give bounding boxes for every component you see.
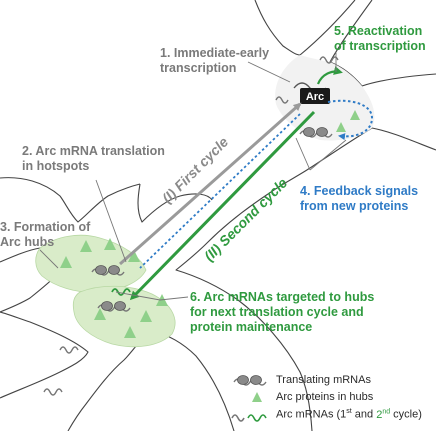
legend-mrnas-sup1: st bbox=[346, 408, 352, 415]
legend-mrnas-sup2: nd bbox=[382, 408, 391, 415]
step1-line2: transcription bbox=[160, 61, 237, 75]
arc-hub-lower bbox=[72, 285, 176, 348]
arc-hub-upper bbox=[35, 234, 147, 293]
step1-label: 1. Immediate-early transcription bbox=[160, 46, 269, 76]
first-cycle-arrow bbox=[119, 102, 302, 266]
step4-label: 4. Feedback signals from new proteins bbox=[300, 184, 418, 214]
leader-lines bbox=[39, 52, 347, 301]
step5-line2: of transcription bbox=[334, 39, 426, 53]
legend-mrnas-prefix: Arc mRNAs (1 bbox=[276, 408, 347, 421]
step3-line1: 3. Formation of bbox=[0, 220, 91, 234]
step4-line1: 4. Feedback signals bbox=[300, 184, 419, 198]
step6-label: 6. Arc mRNAs targeted to hubs for next t… bbox=[190, 290, 374, 335]
legend-icon-mrnas bbox=[231, 414, 267, 422]
arc-mrna-2nd-hub bbox=[111, 288, 131, 296]
arc-gene-label: Arc bbox=[306, 91, 324, 103]
legend-mrnas-suffix: cycle) bbox=[390, 408, 422, 421]
feedback-loop bbox=[327, 99, 374, 141]
step6-line1: 6. Arc mRNAs targeted to hubs bbox=[190, 290, 375, 304]
step1-line1: 1. Immediate-early bbox=[160, 46, 270, 60]
second-cycle-arrow bbox=[129, 110, 316, 301]
legend-icon-protein bbox=[252, 392, 262, 402]
step2-label: 2. Arc mRNA translation in hotspots bbox=[22, 144, 165, 174]
legend-mrnas-second-num: 2 bbox=[376, 408, 383, 421]
step5-line1: 5. Reactivation bbox=[334, 24, 423, 38]
legend-proteins: Arc proteins in hubs bbox=[276, 391, 374, 403]
step4-line2: from new proteins bbox=[300, 199, 409, 213]
legend-translating: Translating mRNAs bbox=[276, 374, 371, 386]
step6-line3: protein maintenance bbox=[190, 320, 313, 334]
step5-label: 5. Reactivation of transcription bbox=[334, 24, 426, 54]
feedback-return bbox=[139, 113, 301, 269]
step2-line2: in hotspots bbox=[22, 159, 90, 173]
step3-line2: Arc hubs bbox=[0, 235, 55, 249]
legend-mrnas-and: and bbox=[351, 408, 377, 421]
step6-line2: for next translation cycle and bbox=[190, 305, 364, 319]
arc-gene: Arc bbox=[293, 66, 343, 104]
arc-mrnas-1st-cycle bbox=[43, 56, 339, 396]
step3-label: 3. Formation of Arc hubs bbox=[0, 220, 90, 250]
legend-mrnas: Arc mRNAs (1st and 2nd cycle) bbox=[276, 408, 422, 421]
step2-line1: 2. Arc mRNA translation bbox=[22, 144, 165, 158]
